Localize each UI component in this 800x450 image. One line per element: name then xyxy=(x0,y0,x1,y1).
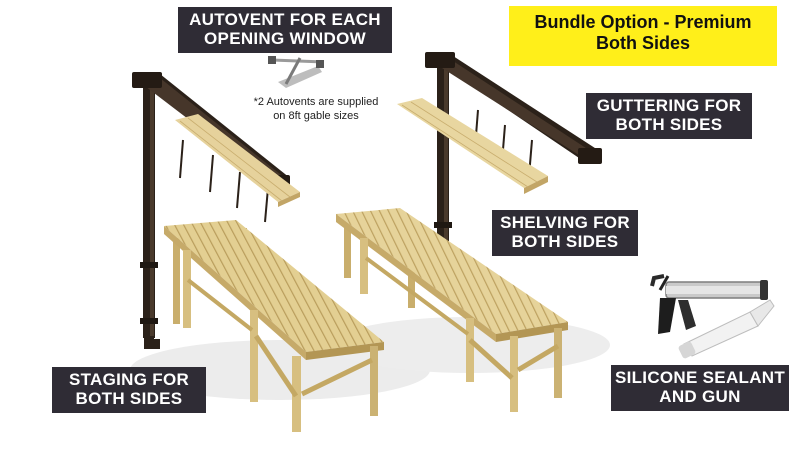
shelving-callout-line2: BOTH SIDES xyxy=(511,232,619,252)
shelving-callout-line1: SHELVING FOR xyxy=(500,213,630,232)
sealant-callout-line2: AND GUN xyxy=(659,387,741,407)
staging-left xyxy=(164,220,384,432)
shelving-callout: SHELVING FOR BOTH SIDES xyxy=(492,210,638,256)
autovent-note: *2 Autovents are supplied on 8ft gable s… xyxy=(236,96,396,124)
staging-right xyxy=(336,208,568,412)
sealant-tube-icon xyxy=(678,299,775,359)
shelf-right xyxy=(397,98,548,194)
autovent-callout-line1: AUTOVENT FOR EACH xyxy=(189,10,381,29)
bundle-option-badge: Bundle Option - Premium Both Sides xyxy=(509,6,777,66)
staging-callout-line2: BOTH SIDES xyxy=(75,389,183,409)
staging-callout-line1: STAGING FOR xyxy=(68,370,190,389)
guttering-callout-line2: BOTH SIDES xyxy=(615,115,723,135)
bundle-option-line1: Bundle Option - Premium xyxy=(534,12,752,32)
autovent-icon xyxy=(268,56,325,88)
autovent-note-line1: *2 Autovents are supplied xyxy=(253,96,379,108)
sealant-callout: SILICONE SEALANT AND GUN xyxy=(611,365,789,411)
autovent-callout-line2: OPENING WINDOW xyxy=(204,29,366,49)
gutter-right xyxy=(425,52,602,242)
caulk-gun-icon xyxy=(650,274,768,334)
bundle-option-line2: Both Sides xyxy=(595,32,690,53)
autovent-callout: AUTOVENT FOR EACH OPENING WINDOW xyxy=(178,7,392,53)
sealant-callout-line1: SILICONE SEALANT xyxy=(614,368,786,387)
guttering-callout: GUTTERING FOR BOTH SIDES xyxy=(586,93,752,139)
autovent-note-line2: on 8ft gable sizes xyxy=(273,109,359,122)
staging-callout: STAGING FOR BOTH SIDES xyxy=(52,367,206,413)
guttering-callout-line1: GUTTERING FOR xyxy=(596,96,742,115)
shelf-left xyxy=(175,114,300,207)
